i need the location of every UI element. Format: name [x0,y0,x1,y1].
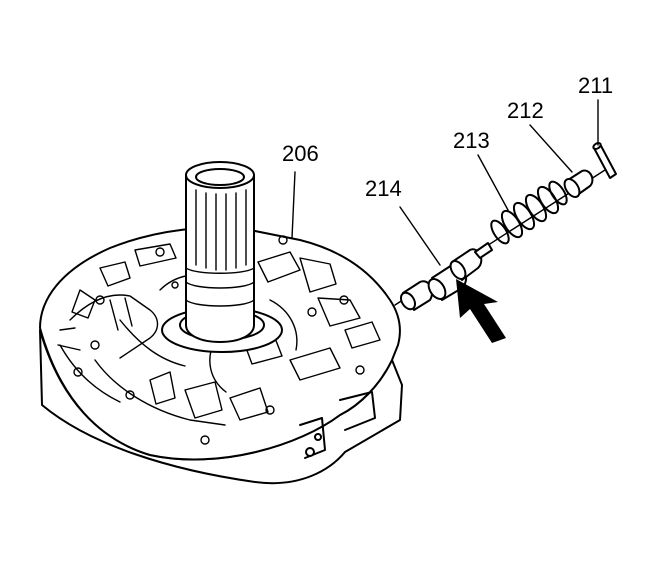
pin-211 [592,141,617,179]
leader-lines [291,99,599,266]
spring-213 [490,180,568,245]
stator-shaft [161,161,283,353]
valve-214 [399,242,493,311]
plug-212 [563,169,594,199]
valve-components [394,141,617,311]
callout-206: 206 [282,141,319,166]
callout-214: 214 [365,176,402,201]
callout-213: 213 [453,128,490,153]
pointer-arrow-icon [456,279,506,343]
callout-212: 212 [507,98,544,123]
callout-211: 211 [578,73,614,98]
